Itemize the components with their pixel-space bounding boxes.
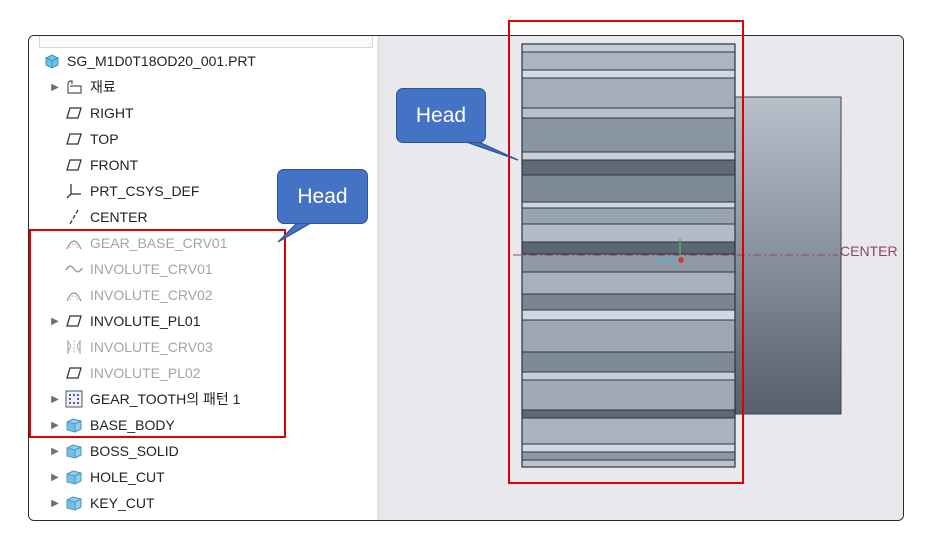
mirror-curve-icon xyxy=(65,338,83,356)
tree-item-label: GEAR_BASE_CRV01 xyxy=(90,235,228,251)
gear-highlight-box xyxy=(508,20,744,484)
tree-item-label: SG_M1D0T18OD20_001.PRT xyxy=(67,53,256,69)
tree-item[interactable]: ▶ BOSS_SOLID xyxy=(29,438,369,464)
datum-plane-icon xyxy=(65,364,83,382)
tree-item-label: INVOLUTE_CRV02 xyxy=(90,287,213,303)
curve-icon xyxy=(65,286,83,304)
csys-origin xyxy=(678,257,684,263)
tree-item[interactable]: INVOLUTE_CRV01 xyxy=(29,256,369,282)
gear-tooth-band xyxy=(522,152,735,160)
tree-item-label: GEAR_TOOTH의 패턴 1 xyxy=(90,391,241,407)
gear-tooth-band xyxy=(522,310,735,320)
coordinate-system-icon xyxy=(65,182,83,200)
center-axis-label: CENTER xyxy=(840,243,898,259)
material-icon xyxy=(65,78,83,96)
gear-tooth-band xyxy=(522,160,735,175)
gear-tooth-band xyxy=(522,242,735,254)
gear-tooth-band xyxy=(522,372,735,380)
gear-tooth-band xyxy=(522,108,735,118)
gear-tooth-band xyxy=(522,254,735,272)
gear-tooth-band xyxy=(522,175,735,202)
tree-item[interactable]: TOP xyxy=(29,126,369,152)
expand-arrow-icon[interactable]: ▶ xyxy=(51,315,59,327)
expand-arrow-icon[interactable]: ▶ xyxy=(51,445,59,457)
datum-plane-icon xyxy=(65,104,83,122)
expand-arrow-icon[interactable]: ▶ xyxy=(51,471,59,483)
tree-item-label: BASE_BODY xyxy=(90,417,175,433)
tree-item-label: KEY_CUT xyxy=(90,495,155,511)
tree-item[interactable]: INVOLUTE_CRV02 xyxy=(29,282,369,308)
model-tree-panel: SG_M1D0T18OD20_001.PRT ▶ 재료 RIGHT TOP FRONT PR… xyxy=(29,36,377,520)
tree-item[interactable]: FRONT xyxy=(29,152,369,178)
tree-item[interactable]: ▶ INVOLUTE_PL01 xyxy=(29,308,369,334)
gear-tooth-band xyxy=(522,460,735,467)
tree-root-item[interactable]: SG_M1D0T18OD20_001.PRT xyxy=(29,48,369,74)
tree-item-label: FRONT xyxy=(90,157,139,173)
tree-item-label: PRT_CSYS_DEF xyxy=(90,183,200,199)
gear-outline xyxy=(521,43,736,468)
tree-item[interactable]: ▶ HOLE_CUT xyxy=(29,464,369,490)
datum-plane-icon xyxy=(65,156,83,174)
gear-tooth-band xyxy=(522,202,735,208)
solid-feature-icon xyxy=(65,442,83,460)
datum-plane-icon xyxy=(65,130,83,148)
tree-item-label: INVOLUTE_CRV03 xyxy=(90,339,213,355)
gear-tooth-band xyxy=(522,118,735,152)
gear-tooth-band xyxy=(522,208,735,224)
tree-item[interactable]: RIGHT xyxy=(29,100,369,126)
tree-item[interactable]: INVOLUTE_PL02 xyxy=(29,360,369,386)
tree-item-label: CENTER xyxy=(90,209,148,225)
expand-arrow-icon[interactable]: ▶ xyxy=(51,393,59,405)
callout-right: Head xyxy=(396,88,486,143)
datum-axis-icon xyxy=(65,208,83,226)
tree-item-label: INVOLUTE_PL02 xyxy=(90,365,201,381)
panel-splitter[interactable] xyxy=(377,36,381,520)
tree-item[interactable]: CENTER xyxy=(29,204,369,230)
gear-tooth-band xyxy=(522,444,735,452)
gear-tooth-band xyxy=(522,410,735,418)
tree-item[interactable]: ▶ GEAR_TOOTH의 패턴 1 xyxy=(29,386,369,412)
tree-item-label: 재료 xyxy=(90,79,116,95)
tree-item-label: RIGHT xyxy=(90,105,134,121)
datum-plane-icon xyxy=(65,312,83,330)
tree-item[interactable]: ▶ BASE_BODY xyxy=(29,412,369,438)
sketch-curve-icon xyxy=(65,260,83,278)
model-tree-header xyxy=(39,36,373,48)
gear-tooth-band xyxy=(522,44,735,52)
callout-left: Head xyxy=(277,169,368,224)
gear-body[interactable] xyxy=(522,44,735,467)
tree-item-label: BOSS_SOLID xyxy=(90,443,179,459)
gear-tooth-band xyxy=(522,320,735,352)
solid-feature-icon xyxy=(65,416,83,434)
gear-tooth-band xyxy=(522,70,735,78)
expand-arrow-icon[interactable]: ▶ xyxy=(51,81,59,93)
gear-tooth-band xyxy=(522,78,735,108)
gear-tooth-band xyxy=(522,380,735,410)
gear-tooth-band xyxy=(522,272,735,294)
part-icon xyxy=(43,52,61,70)
gear-tooth-band xyxy=(522,452,735,460)
gear-tooth-band xyxy=(522,294,735,310)
expand-arrow-icon[interactable]: ▶ xyxy=(51,419,59,431)
tree-item[interactable]: ▶ 재료 xyxy=(29,74,369,100)
gear-tooth-band xyxy=(522,52,735,70)
tree-item-label: HOLE_CUT xyxy=(90,469,165,485)
tree-item[interactable]: ▶ KEY_CUT xyxy=(29,490,369,516)
tree-item-label: INVOLUTE_CRV01 xyxy=(90,261,213,277)
gear-tooth-band xyxy=(522,352,735,372)
tree-item[interactable]: INVOLUTE_CRV03 xyxy=(29,334,369,360)
solid-feature-icon xyxy=(65,494,83,512)
tree-highlight-box xyxy=(29,229,286,438)
gear-tooth-band xyxy=(522,418,735,444)
gear-tooth-band xyxy=(522,224,735,242)
solid-feature-icon xyxy=(65,468,83,486)
tree-item-label: TOP xyxy=(90,131,119,147)
tree-item-label: INVOLUTE_PL01 xyxy=(90,313,201,329)
tree-item[interactable]: GEAR_BASE_CRV01 xyxy=(29,230,369,256)
expand-arrow-icon[interactable]: ▶ xyxy=(51,497,59,509)
tree-item[interactable]: PRT_CSYS_DEF xyxy=(29,178,369,204)
curve-icon xyxy=(65,234,83,252)
pattern-icon xyxy=(65,390,83,408)
